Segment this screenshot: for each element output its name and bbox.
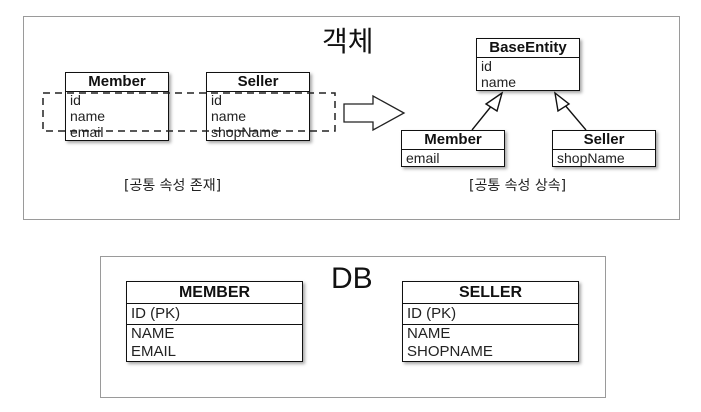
inheritance-line-member <box>471 103 494 131</box>
inheritance-arrowhead-icon <box>484 91 504 113</box>
field: shopName <box>211 124 279 140</box>
entity-header: BaseEntity <box>477 39 579 58</box>
after-member-entity: Member email <box>401 130 505 167</box>
entity-fields: id name <box>477 58 579 90</box>
table-header: SELLER <box>403 282 578 304</box>
table-pk-section: ID (PK) <box>127 304 302 325</box>
seller-table: SELLER ID (PK) NAME SHOPNAME <box>402 281 579 362</box>
table-columns: NAME SHOPNAME <box>403 325 578 361</box>
member-table: MEMBER ID (PK) NAME EMAIL <box>126 281 303 362</box>
table-column: NAME <box>131 325 175 342</box>
inheritance-line-seller <box>563 103 587 131</box>
field: id <box>211 92 222 108</box>
entity-fields: id name email <box>66 92 168 140</box>
entity-fields: shopName <box>553 150 655 166</box>
field: id <box>70 92 81 108</box>
table-pk: ID (PK) <box>407 305 457 322</box>
before-caption: [공통 속성 존재] <box>124 178 222 194</box>
table-pk-section: ID (PK) <box>403 304 578 325</box>
entity-fields: id name shopName <box>207 92 309 140</box>
field: email <box>70 124 104 140</box>
common-attributes-dashed-box <box>42 92 336 132</box>
before-seller-entity: Seller id name shopName <box>206 72 310 141</box>
table-column: SHOPNAME <box>407 343 493 360</box>
table-pk: ID (PK) <box>131 305 181 322</box>
field: name <box>211 108 247 124</box>
field: name <box>481 74 517 90</box>
transform-arrow-icon <box>343 94 406 132</box>
entity-header: Seller <box>207 73 309 92</box>
object-panel-title: 객체 <box>322 25 374 58</box>
table-columns: NAME EMAIL <box>127 325 302 361</box>
field: shopName <box>557 150 625 166</box>
after-caption: [공통 속성 상속] <box>469 178 567 194</box>
field: id <box>481 58 492 74</box>
entity-header: Seller <box>553 131 655 150</box>
after-seller-entity: Seller shopName <box>552 130 656 167</box>
before-member-entity: Member id name email <box>65 72 169 141</box>
field: name <box>70 108 106 124</box>
base-entity: BaseEntity id name <box>476 38 580 91</box>
entity-fields: email <box>402 150 504 166</box>
table-column: EMAIL <box>131 343 177 360</box>
inheritance-arrowhead-icon <box>554 91 571 113</box>
field: email <box>406 150 440 166</box>
db-panel-title: DB <box>331 262 373 295</box>
entity-header: Member <box>402 131 504 150</box>
entity-header: Member <box>66 73 168 92</box>
table-column: NAME <box>407 325 451 342</box>
table-header: MEMBER <box>127 282 302 304</box>
